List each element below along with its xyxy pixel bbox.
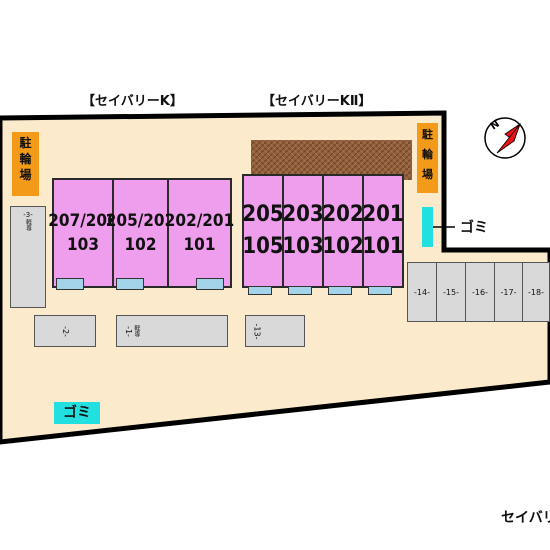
bike-parking-right: 駐 輪 場 [417, 123, 438, 193]
parking-lot-13: -13- [245, 315, 305, 347]
parking-lot-label: -1- [123, 325, 133, 337]
unit-upper: 201 [362, 202, 404, 227]
unit-upper: 205 [242, 202, 284, 227]
garbage-station-right [422, 207, 433, 247]
unit-k-3: 202/201 101 [164, 178, 235, 288]
unit-upper: 207/206 [48, 211, 118, 231]
parking-lot-14: -14- [407, 262, 437, 322]
garbage-station-bottom: ゴミ [54, 402, 100, 424]
parking-lot-3: -3- 軽専 [10, 206, 46, 308]
unit-lower: 103 [67, 235, 99, 255]
bike-char: 場 [19, 168, 32, 182]
parking-lot-label: -3- [23, 211, 33, 219]
unit-lower: 105 [242, 234, 284, 259]
building-title-k: 【セイバリーK】 [82, 94, 183, 109]
entrance-tab [248, 286, 272, 295]
road-label: セイバリ [501, 510, 550, 526]
parking-lot-label: -13- [252, 323, 262, 339]
parking-lot-label: -16- [472, 287, 488, 297]
bike-char: 駐 [19, 136, 32, 150]
unit-k2-3: 202 102 [322, 174, 364, 288]
parking-lot-sublabel: 軽専 [132, 325, 140, 337]
bike-char: 場 [422, 168, 433, 181]
unit-lower: 101 [183, 235, 216, 255]
unit-lower: 103 [282, 234, 324, 259]
bike-char: 駐 [422, 128, 433, 141]
unit-upper: 202 [322, 202, 364, 227]
parking-lot-label: -15- [443, 287, 459, 297]
entrance-tab [116, 278, 144, 290]
parking-lot-label: -18- [528, 287, 544, 297]
parking-lot-label: -17- [500, 287, 517, 297]
entrance-tab [196, 278, 224, 290]
compass-icon [484, 117, 526, 159]
unit-lower: 102 [124, 235, 157, 255]
unit-k-2: 205/203 102 [106, 178, 175, 288]
unit-k2-4: 201 101 [362, 174, 404, 288]
unit-k-1: 207/206 103 [48, 178, 118, 288]
unit-upper: 203 [282, 202, 324, 227]
unit-k2-2: 203 103 [282, 174, 324, 288]
entrance-tab [328, 286, 352, 295]
parking-lot-1: -1- 軽専 [116, 315, 228, 347]
unit-upper: 205/203 [105, 211, 176, 231]
bike-parking-left: 駐 輪 場 [12, 132, 39, 196]
unit-lower: 101 [362, 234, 404, 259]
parking-lot-label: -2- [60, 325, 70, 337]
parking-lot-2: -2- [34, 315, 96, 347]
parking-lot-17: -17- [494, 262, 523, 322]
parking-lot-15: -15- [436, 262, 466, 322]
parking-lot-label: -14- [414, 287, 430, 297]
entrance-tab [288, 286, 312, 295]
unit-upper: 202/201 [164, 211, 235, 231]
bike-char: 輪 [422, 148, 433, 161]
entrance-tab [368, 286, 392, 295]
bike-char: 輪 [19, 152, 32, 166]
entrance-tab [56, 278, 84, 290]
building-title-k2: 【セイバリーKⅡ】 [262, 94, 372, 109]
parking-lot-16: -16- [465, 262, 495, 322]
unit-lower: 102 [322, 234, 364, 259]
parking-lot-sublabel: 軽専 [24, 219, 32, 231]
garbage-label-right: ゴミ [460, 220, 488, 236]
roof-hatched-area [251, 140, 412, 180]
parking-lot-18: -18- [522, 262, 550, 322]
unit-k2-1: 205 105 [242, 174, 284, 288]
